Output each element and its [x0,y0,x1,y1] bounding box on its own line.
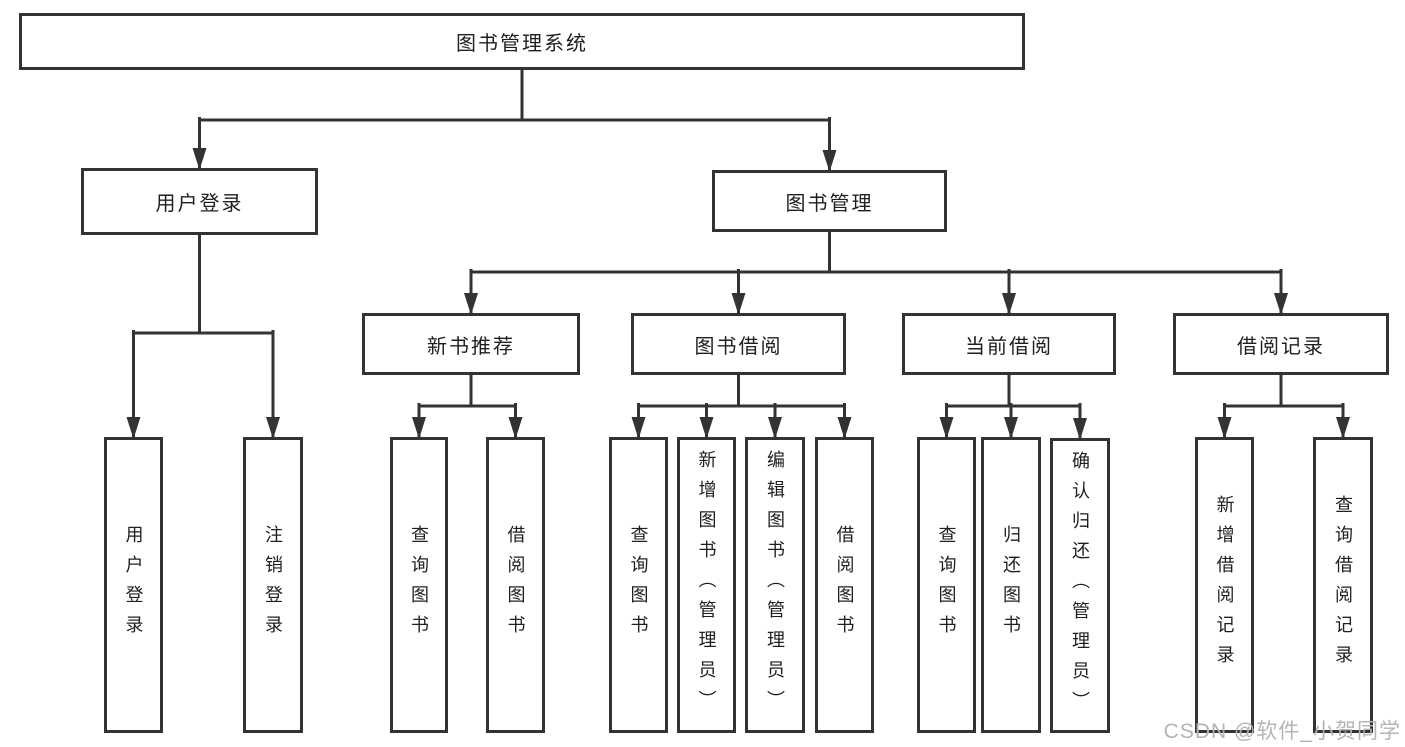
node-book-borrow: 图书借阅 [631,313,846,375]
node-label-book-mgmt: 图书管理 [785,192,874,215]
node-cb-query-book: 查询图书 [917,437,976,733]
node-br-query-record: 查询借阅记录 [1313,437,1373,733]
node-root: 图书管理系统 [19,13,1025,70]
node-label-book-borrow: 图书借阅 [694,335,783,358]
node-label-user-login: 用户登录 [155,193,244,215]
node-label-bb-add-book: 新增图书（管理员） [696,450,717,720]
node-label-current-borrow: 当前借阅 [965,335,1053,358]
node-label-login: 用户登录 [123,525,144,645]
node-label-new-book-rec: 新书推荐 [427,335,515,358]
edge-trunk-new-book-rec [417,373,517,408]
node-label-br-query-record: 查询借阅记录 [1333,495,1353,675]
edge-trunk-current-borrow [945,373,1082,408]
node-new-book-rec: 新书推荐 [362,313,580,375]
node-bb-borrow-book: 借阅图书 [815,437,874,733]
edge-trunk-borrow-record [1223,373,1345,408]
node-book-mgmt: 图书管理 [712,170,947,232]
node-logout: 注销登录 [243,437,303,733]
node-label-rec-borrow-book: 借阅图书 [505,525,526,645]
node-label-cb-confirm-return: 确认归还（管理员） [1070,450,1090,721]
node-rec-borrow-book: 借阅图书 [486,437,545,733]
edge-trunk-book-borrow [637,373,846,408]
node-label-rec-query-book: 查询图书 [409,525,429,645]
node-label-logout: 注销登录 [263,525,283,645]
node-label-cb-return-book: 归还图书 [1001,525,1021,645]
node-label-cb-query-book: 查询图书 [936,525,957,645]
node-br-add-record: 新增借阅记录 [1195,437,1254,733]
node-bb-edit-book: 编辑图书（管理员） [745,437,805,733]
edge-trunk-book-mgmt [469,230,1283,274]
node-rec-query-book: 查询图书 [390,437,448,733]
node-login: 用户登录 [104,437,163,733]
node-label-bb-borrow-book: 借阅图书 [834,525,855,645]
node-current-borrow: 当前借阅 [902,313,1116,375]
node-label-borrow-record: 借阅记录 [1237,335,1325,358]
node-borrow-record: 借阅记录 [1173,313,1389,375]
edge-trunk-root [198,68,831,122]
node-cb-return-book: 归还图书 [981,437,1041,733]
node-bb-query-book: 查询图书 [609,437,668,733]
edge-trunk-user-login [132,233,275,335]
watermark-text: CSDN @软件_小贺同学 [1163,720,1401,743]
node-user-login: 用户登录 [81,168,318,235]
node-cb-confirm-return: 确认归还（管理员） [1050,438,1110,733]
node-label-br-add-record: 新增借阅记录 [1214,495,1235,675]
node-label-root: 图书管理系统 [456,33,588,55]
node-label-bb-query-book: 查询图书 [628,525,649,645]
node-label-bb-edit-book: 编辑图书（管理员） [765,450,785,720]
node-bb-add-book: 新增图书（管理员） [677,437,736,733]
